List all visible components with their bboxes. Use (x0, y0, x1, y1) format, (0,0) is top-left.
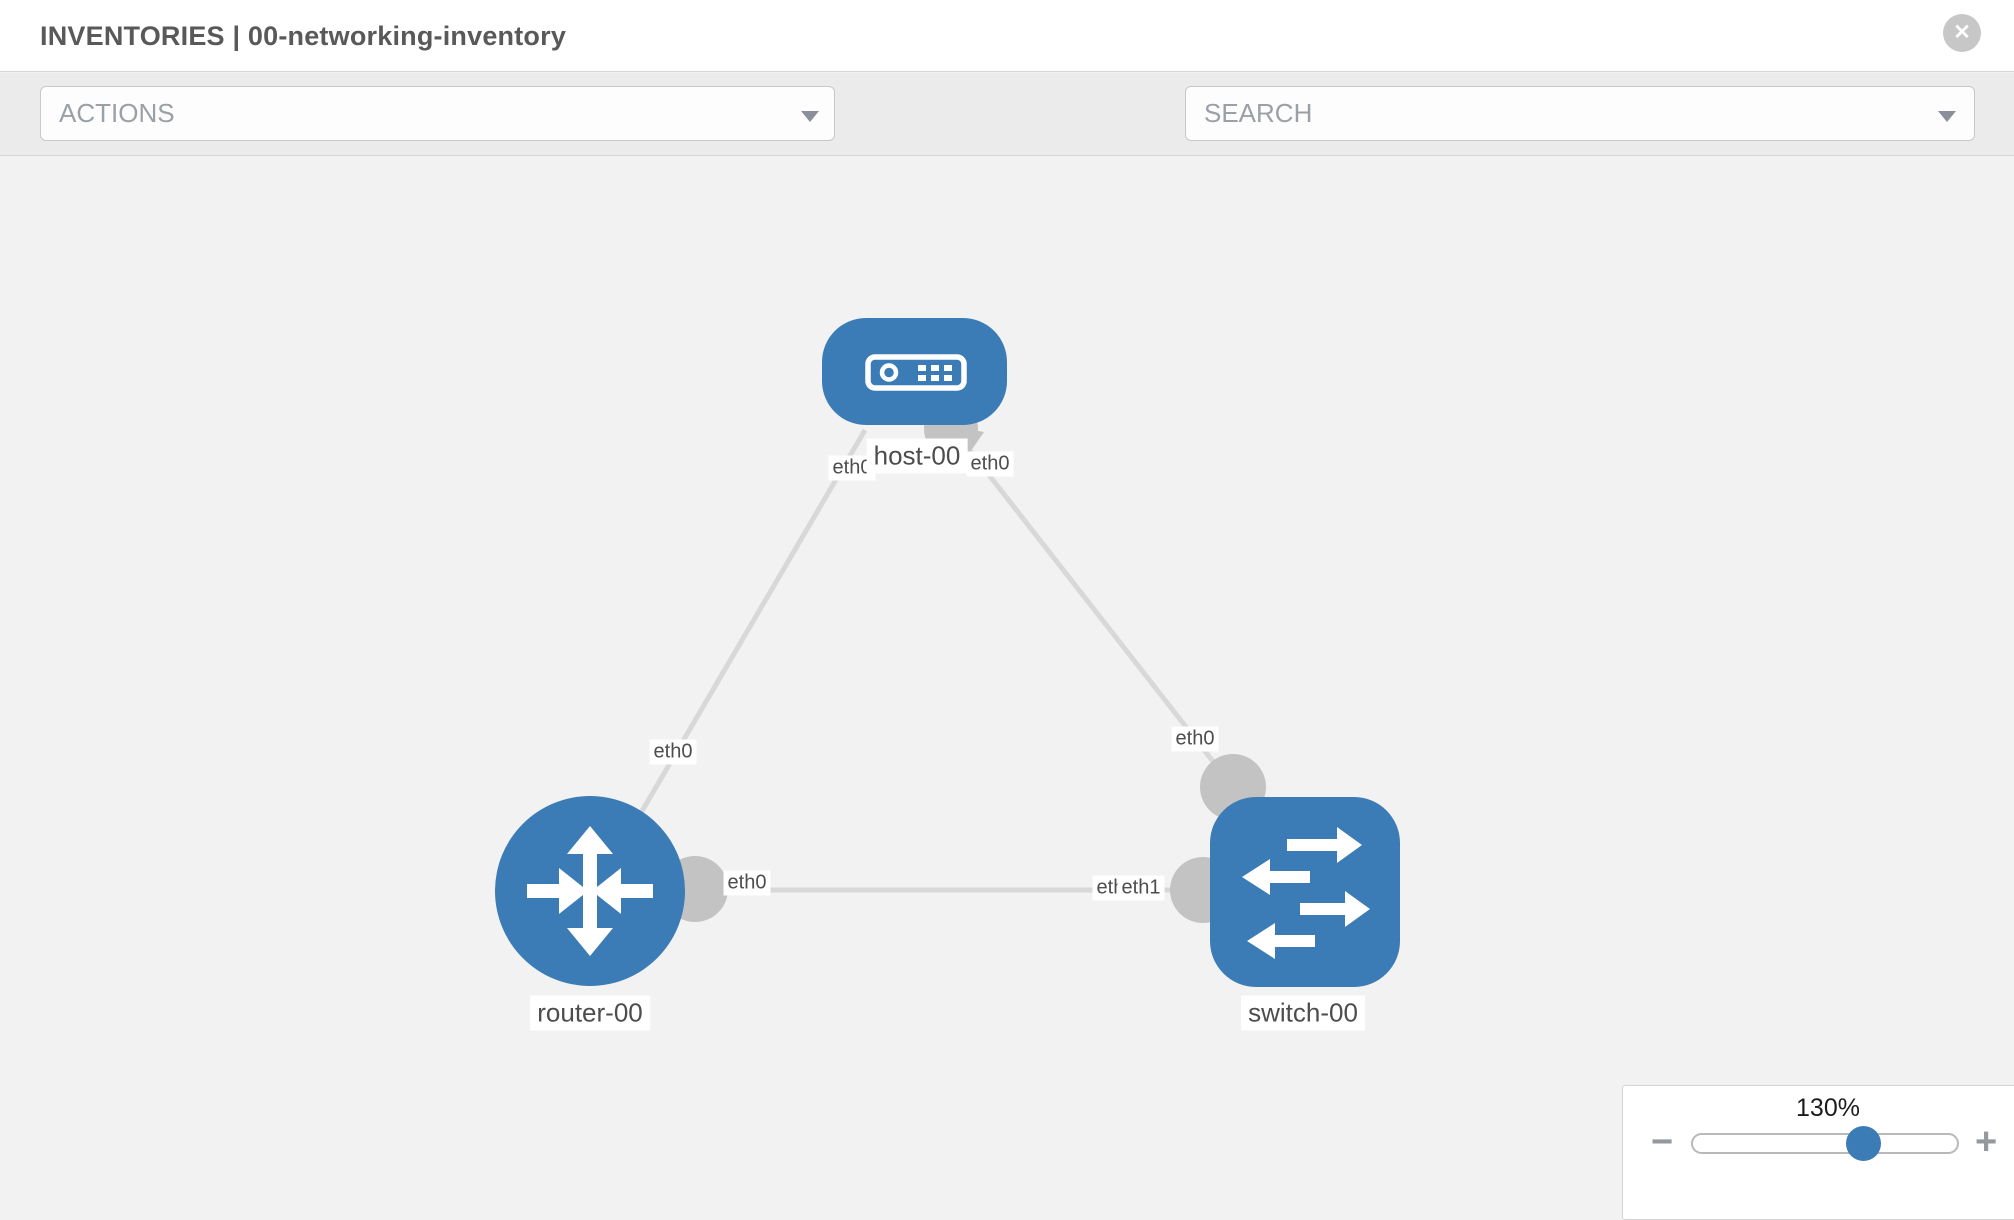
iface-label-router-eth0: eth0 (723, 870, 771, 896)
zoom-slider[interactable] (1691, 1133, 1959, 1154)
zoom-slider-handle[interactable] (1846, 1126, 1881, 1161)
chevron-down-icon (1938, 111, 1956, 122)
page-title: INVENTORIES | 00-networking-inventory (40, 21, 567, 51)
topology-wires (594, 402, 1266, 923)
chevron-down-icon (801, 111, 819, 122)
node-switch-00[interactable] (1210, 797, 1400, 987)
iface-label-host-eth0-right: eth0 (966, 451, 1014, 477)
router-icon (527, 826, 653, 956)
iface-label-switch-eth1: eth1 (1117, 875, 1165, 901)
actions-dropdown[interactable]: ACTIONS (40, 86, 835, 141)
zoom-out-button[interactable]: − (1651, 1121, 1674, 1163)
topology-canvas[interactable]: host-00 router-00 switch-00 eth0 eth0 et… (0, 156, 2014, 1200)
zoom-in-button[interactable]: + (1975, 1121, 1998, 1163)
zoom-level-value: 130% (1796, 1094, 1860, 1122)
search-dropdown-label: SEARCH (1204, 98, 1313, 128)
node-label-router: router-00 (530, 995, 650, 1031)
switch-icon (1242, 827, 1370, 959)
close-icon: ✕ (1953, 21, 1971, 44)
zoom-panel: 130% − + (1622, 1085, 2014, 1220)
host-icon (865, 354, 967, 391)
node-label-switch: switch-00 (1241, 995, 1365, 1031)
close-button[interactable]: ✕ (1943, 14, 1981, 52)
iface-label-router-top-eth0: eth0 (649, 739, 697, 765)
iface-label-switch-top-eth0: eth0 (1171, 726, 1219, 752)
node-router-00[interactable] (495, 796, 685, 986)
actions-dropdown-label: ACTIONS (59, 98, 175, 128)
search-dropdown[interactable]: SEARCH (1185, 86, 1975, 141)
header-bar: INVENTORIES | 00-networking-inventory ✕ (0, 0, 2014, 72)
node-label-host: host-00 (866, 438, 968, 474)
node-host-00[interactable] (822, 318, 1007, 425)
toolbar: ACTIONS SEARCH (0, 73, 2014, 207)
